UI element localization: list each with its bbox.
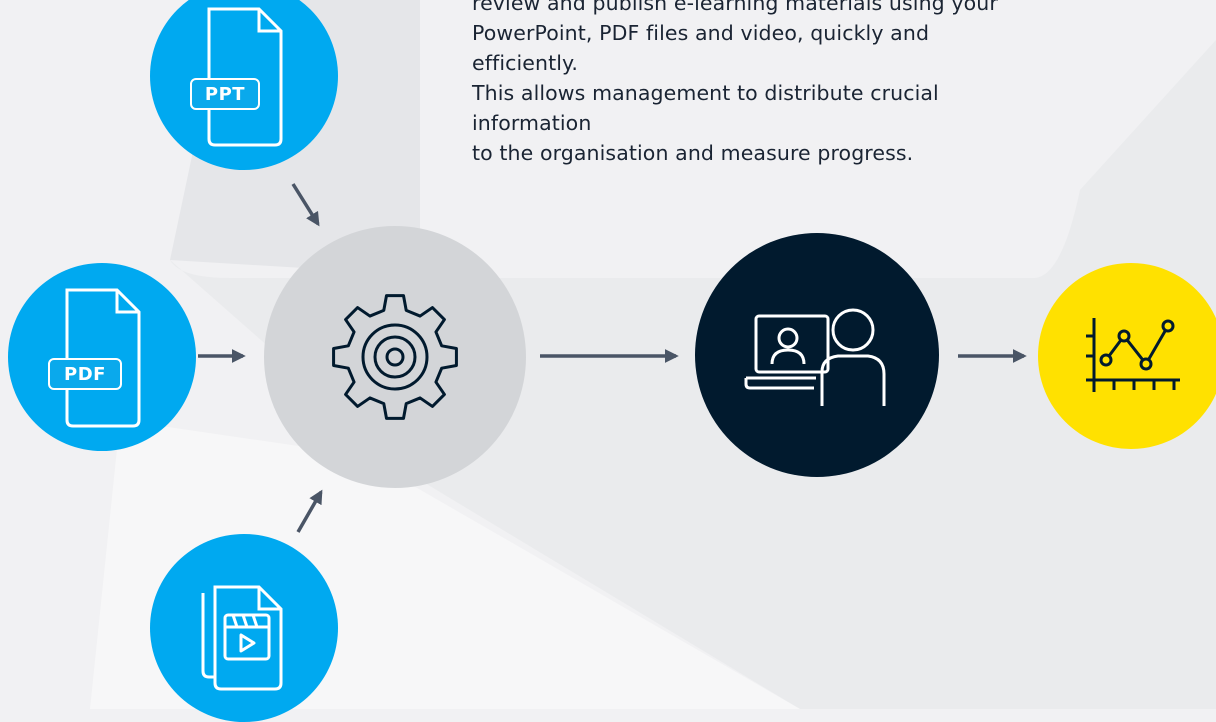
analytics-node (1038, 263, 1216, 449)
video-node (150, 534, 338, 722)
pdf-label: PDF (48, 358, 122, 390)
ppt-file-icon (207, 7, 283, 147)
pdf-node: PDF (8, 263, 196, 451)
line-chart-icon (1086, 318, 1180, 392)
gear-icon (332, 294, 458, 420)
learning-node (695, 233, 939, 477)
intro-line: PowerPoint, PDF files and video, quickly… (472, 21, 930, 75)
background-shape-band (170, 40, 1216, 709)
ppt-node: PPT (150, 0, 338, 170)
online-training-icon (744, 308, 886, 406)
ppt-label: PPT (190, 78, 260, 110)
intro-line: This allows management to distribute cru… (472, 81, 939, 135)
process-node (264, 226, 526, 488)
gear-outline (332, 294, 458, 420)
pdf-file-icon (65, 288, 141, 428)
intro-line: to the organisation and measure progress… (472, 141, 914, 165)
video-file-icon (201, 585, 283, 691)
intro-paragraph: review and publish e-learning materials … (472, 0, 1032, 168)
intro-line: review and publish e-learning materials … (472, 0, 998, 15)
